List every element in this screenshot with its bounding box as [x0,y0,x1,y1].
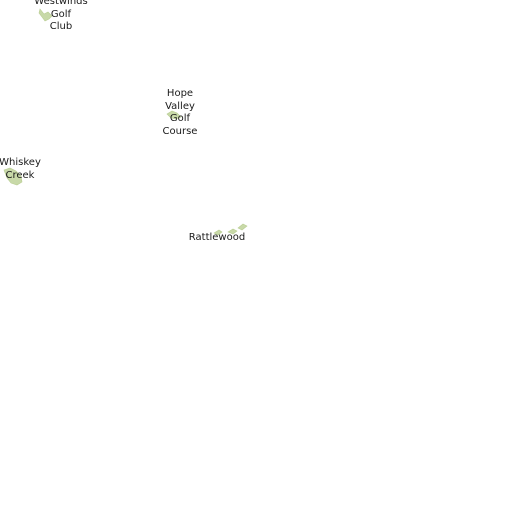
place-label-rattlewood[interactable]: Rattlewood [188,232,246,243]
place-label-whiskey-creek[interactable]: Whiskey Creek [0,157,41,181]
westwinds-golf-area [38,8,53,22]
rattlewood-golf-area-1 [213,229,223,236]
place-label-westwinds[interactable]: Westwinds Golf Club [34,0,88,32]
rattlewood-golf-area-3 [237,223,248,231]
whiskey-creek-golf-area [3,167,23,186]
rattlewood-golf-area-2 [227,228,238,235]
place-label-hope-valley[interactable]: Hope Valley Golf Course [162,88,198,137]
hope-valley-golf-area [166,110,182,120]
